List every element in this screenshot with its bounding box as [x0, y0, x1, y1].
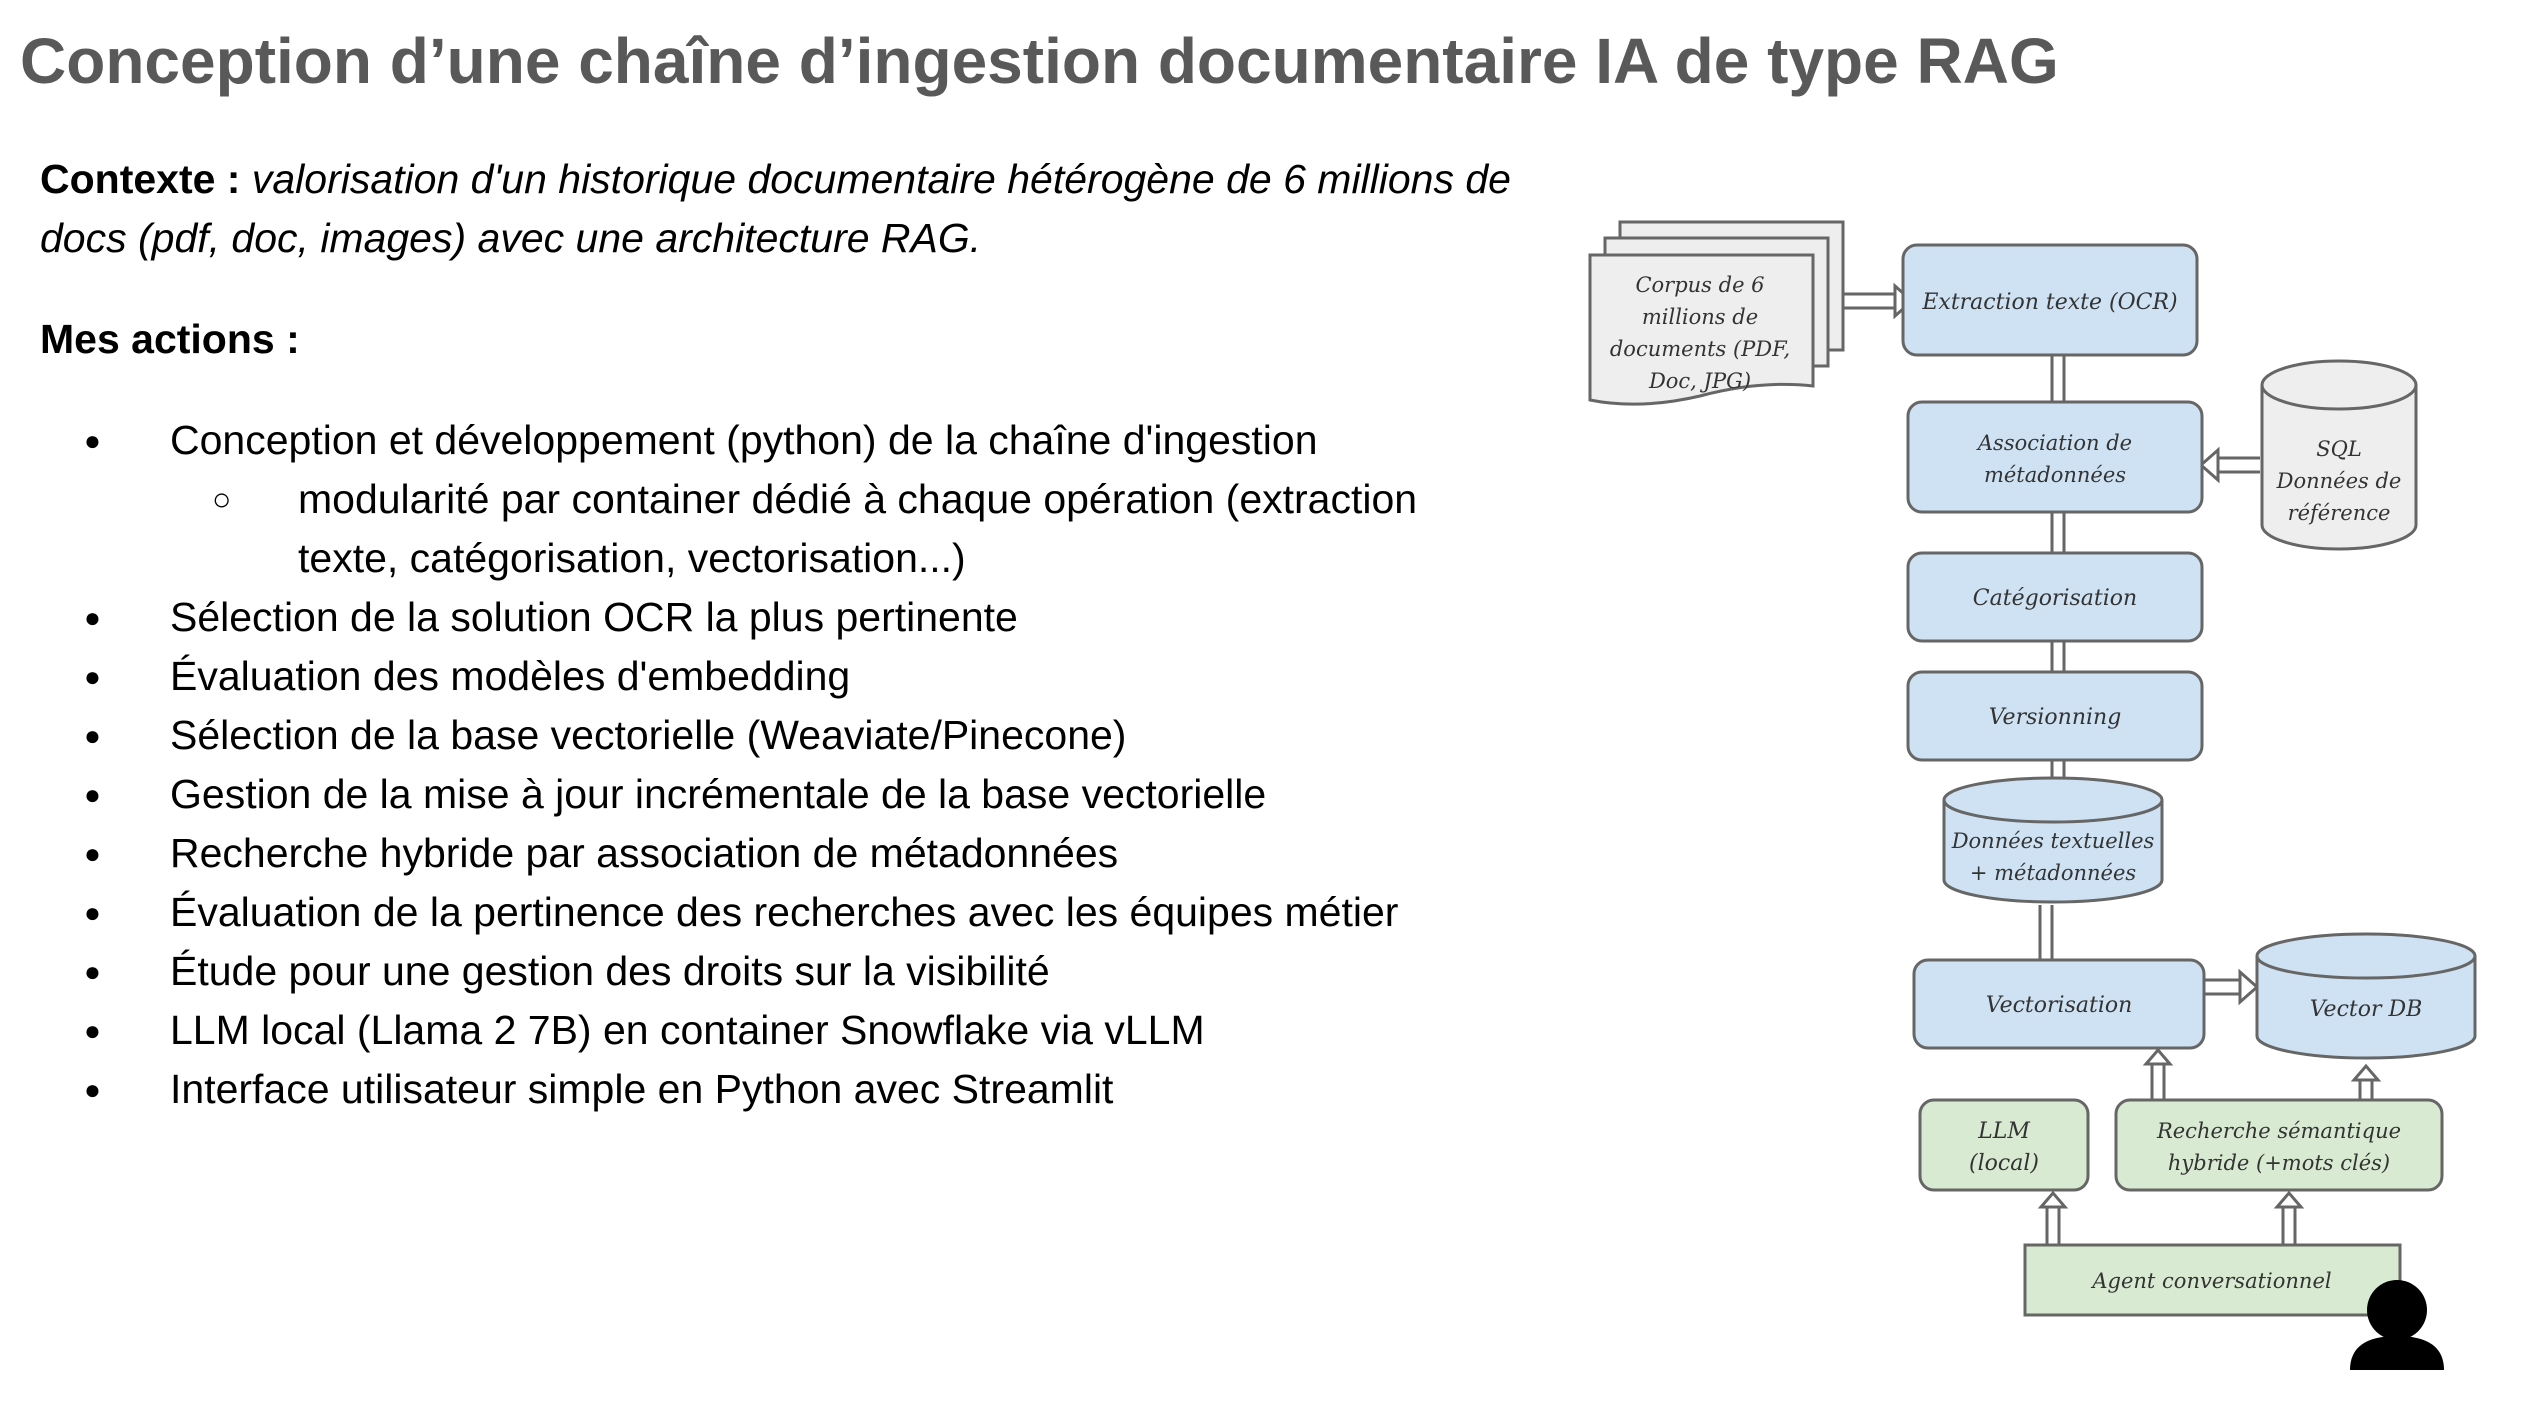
ocr-box: Extraction texte (OCR) — [1901, 243, 2199, 357]
list-item: Conception et développement (python) de … — [40, 411, 1520, 588]
list-item: Sélection de la base vectorielle (Weavia… — [40, 706, 1520, 765]
text-data-line-1: Données textuelles — [1951, 829, 2155, 853]
page-title: Conception d’une chaîne d’ingestion docu… — [20, 25, 2059, 97]
categorisation-label: Catégorisation — [1973, 586, 2137, 611]
versionning-box: Versionning — [1906, 670, 2204, 762]
context-paragraph: Contexte : valorisation d'un historique … — [40, 150, 1520, 268]
vectorisation-box: Vectorisation — [1912, 958, 2206, 1050]
sql-line-1: SQL — [2316, 437, 2362, 461]
sub-list: modularité par container dédié à chaque … — [170, 470, 1520, 588]
llm-line-1: LLM — [1977, 1119, 2030, 1144]
text-data-line-2: + métadonnées — [1970, 861, 2137, 885]
association-line-1: Association de — [1976, 431, 2132, 455]
sql-line-2: Données de — [2276, 469, 2402, 493]
list-item: LLM local (Llama 2 7B) en container Snow… — [40, 1001, 1520, 1060]
rag-architecture-diagram: Corpus de 6 millions de documents (PDF, … — [1588, 220, 2477, 1370]
vector-db: Vector DB — [2255, 932, 2477, 1060]
agent-label: Agent conversationnel — [2090, 1269, 2331, 1293]
body-text: Contexte : valorisation d'un historique … — [40, 150, 1520, 1119]
search-line-2: hybride (+mots clés) — [2168, 1151, 2390, 1175]
list-item: Recherche hybride par association de mét… — [40, 824, 1520, 883]
search-line-1: Recherche sémantique — [2156, 1119, 2401, 1143]
sql-line-3: référence — [2288, 501, 2391, 525]
ocr-label: Extraction texte (OCR) — [1921, 290, 2177, 315]
corpus-line-2: millions de — [1642, 305, 1758, 329]
actions-list: Conception et développement (python) de … — [40, 411, 1520, 1119]
context-text: valorisation d'un historique documentair… — [40, 156, 1511, 261]
vector-db-label: Vector DB — [2310, 997, 2423, 1022]
context-label: Contexte : — [40, 156, 241, 202]
list-item: Étude pour une gestion des droits sur la… — [40, 942, 1520, 1001]
text-data-store: Données textuelles + métadonnées — [1942, 776, 2164, 904]
versionning-label: Versionning — [1989, 705, 2122, 730]
user-icon — [2350, 1280, 2444, 1370]
list-item: Gestion de la mise à jour incrémentale d… — [40, 765, 1520, 824]
list-item: Interface utilisateur simple en Python a… — [40, 1060, 1520, 1119]
llm-line-2: (local) — [1969, 1151, 2039, 1176]
list-item: Sélection de la solution OCR la plus per… — [40, 588, 1520, 647]
association-box: Association de métadonnées — [1906, 400, 2204, 514]
categorisation-box: Catégorisation — [1906, 551, 2204, 643]
vectorisation-label: Vectorisation — [1986, 993, 2133, 1018]
actions-heading: Mes actions : — [40, 316, 300, 362]
corpus-line-1: Corpus de 6 — [1635, 273, 1764, 297]
llm-box: LLM (local) — [1918, 1098, 2090, 1192]
list-item-text: Conception et développement (python) de … — [170, 417, 1318, 463]
corpus-line-3: documents (PDF, — [1610, 337, 1790, 361]
corpus-documents: Corpus de 6 millions de documents (PDF, … — [1588, 220, 1845, 406]
corpus-line-4: Doc, JPG) — [1648, 369, 1751, 393]
sql-database: SQL Données de référence — [2260, 359, 2418, 551]
association-line-2: métadonnées — [1984, 463, 2126, 487]
search-box: Recherche sémantique hybride (+mots clés… — [2114, 1098, 2444, 1192]
agent-box: Agent conversationnel — [2023, 1243, 2402, 1317]
list-item: Évaluation de la pertinence des recherch… — [40, 883, 1520, 942]
list-item: Évaluation des modèles d'embedding — [40, 647, 1520, 706]
sub-list-item: modularité par container dédié à chaque … — [170, 470, 1520, 588]
